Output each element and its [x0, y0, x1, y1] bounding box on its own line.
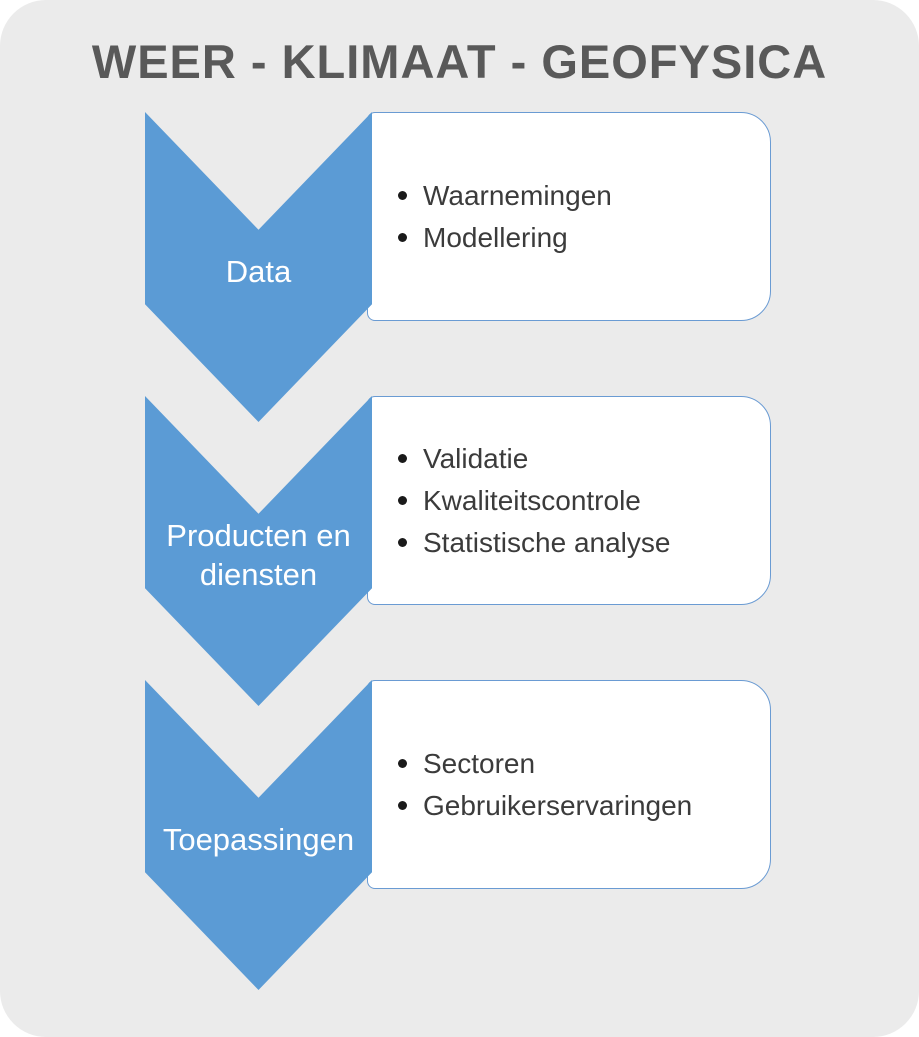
bullet-list: Waarnemingen Modellering [368, 113, 770, 320]
detail-box-producten: Validatie Kwaliteitscontrole Statistisch… [367, 396, 771, 605]
step-producten-en-diensten: Validatie Kwaliteitscontrole Statistisch… [145, 396, 773, 708]
bullet-item: Kwaliteitscontrole [398, 480, 760, 522]
bullet-item: Validatie [398, 438, 760, 480]
step-toepassingen: Sectoren Gebruikerservaringen Toepassing… [145, 680, 773, 992]
bullet-item: Statistische analyse [398, 522, 760, 564]
bullet-item: Waarnemingen [398, 175, 760, 217]
bullet-item: Modellering [398, 217, 760, 259]
detail-box-toepassingen: Sectoren Gebruikerservaringen [367, 680, 771, 889]
detail-box-data: Waarnemingen Modellering [367, 112, 771, 321]
step-label-producten-en-diensten: Producten en diensten [166, 518, 351, 592]
step-data: Waarnemingen Modellering Data [145, 112, 773, 424]
step-label-data: Data [225, 253, 292, 289]
step-label-toepassingen: Toepassingen [162, 821, 355, 857]
bullet-list: Validatie Kwaliteitscontrole Statistisch… [368, 397, 770, 604]
bullet-list: Sectoren Gebruikerservaringen [368, 681, 770, 888]
diagram-title: WEER - KLIMAAT - GEOFYSICA [91, 35, 828, 88]
bullet-item: Gebruikerservaringen [398, 785, 760, 827]
bullet-item: Sectoren [398, 743, 760, 785]
